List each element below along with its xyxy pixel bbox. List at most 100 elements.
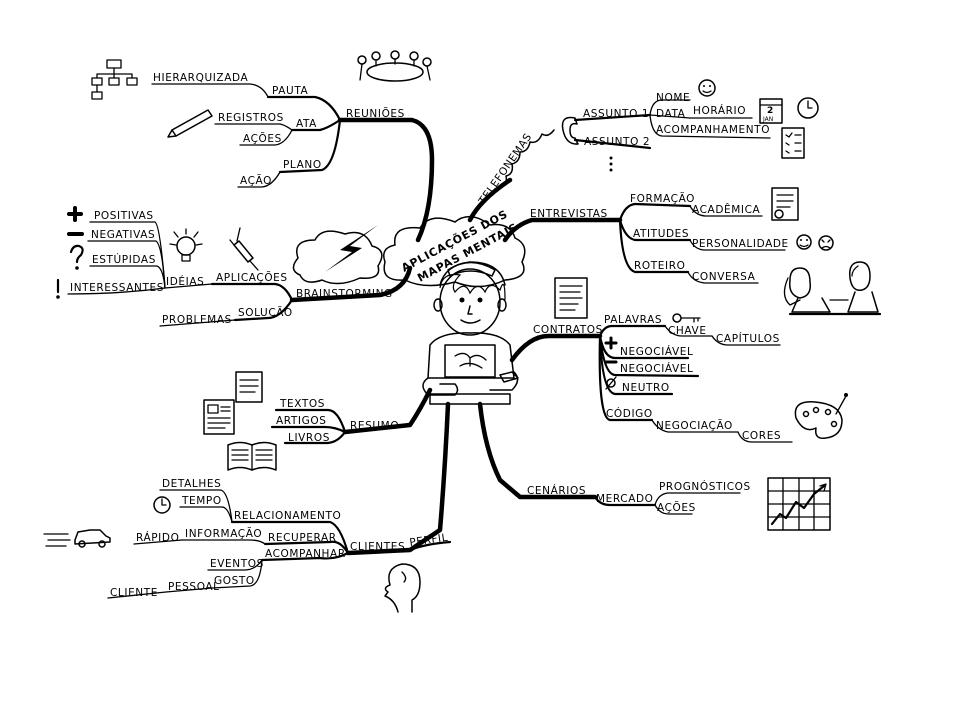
ideias-label: IDÉIAS (166, 275, 204, 288)
artigos-label: ARTIGOS (276, 415, 327, 427)
interview-people-icon (783, 261, 882, 316)
palette-icon (794, 393, 848, 440)
smiley-icon (698, 79, 716, 97)
formacao-label: FORMAÇÃO (630, 192, 695, 205)
branch-telefonemas: TELEFONEMAS ASSUNTO 1 ASSUNTO 2 NOME DAT… (476, 92, 771, 208)
personalidade-label: PERSONALIDADE (692, 238, 789, 250)
question-icon (69, 244, 84, 270)
aplicacoes-label: APLICAÇÕES (216, 271, 288, 284)
interessantes-label: INTERESSANTES (70, 282, 164, 294)
roteiro-label: ROTEIRO (634, 260, 685, 272)
entrevistas-label: ENTREVISTAS (530, 208, 608, 220)
sad-face-icon (818, 235, 834, 251)
relacionamento-label: RELACIONAMENTO (234, 510, 341, 522)
phone-icon (561, 116, 579, 145)
happy-face-icon (796, 234, 812, 250)
negativas-label: NEGATIVAS (91, 229, 155, 241)
clock-icon (797, 97, 819, 119)
person-center-icon (422, 261, 519, 405)
conversa-label: CONVERSA (692, 271, 756, 283)
branch-entrevistas: ENTREVISTAS FORMAÇÃO ACADÊMICA ATITUDES … (530, 192, 789, 284)
nome-label: NOME (656, 92, 690, 104)
ata-label: ATA (296, 118, 317, 130)
gosto-label: GOSTO (214, 575, 255, 587)
clientes-label: CLIENTES (350, 541, 405, 553)
pessoal-label: PESSOAL (168, 581, 220, 593)
detalhes-label: DETALHES (162, 478, 221, 490)
brainstorming-label: BRAINSTORMING (296, 288, 393, 300)
informacao-label: INFORMAÇÃO (185, 527, 262, 540)
resumo-label: RESUMO (350, 420, 399, 432)
car-icon (43, 529, 111, 548)
rapido-label: RÁPIDO (136, 531, 179, 544)
assunto2-label: ASSUNTO 2 (584, 136, 650, 148)
lightbulb-icon (169, 228, 203, 262)
line-chart-icon (767, 477, 831, 531)
contratos-label: CONTRATOS (533, 324, 603, 336)
papers-icon (203, 371, 263, 435)
stopwatch-icon (153, 496, 171, 514)
hierarquizada-label: HIERARQUIZADA (153, 72, 248, 84)
reunioes-label: REUNIÕES (346, 107, 405, 120)
cenarios-label: CENÁRIOS (527, 484, 586, 497)
academica-label: ACADÊMICA (692, 203, 761, 216)
solucao-label: SOLUÇÃO (238, 306, 293, 319)
pauta-label: PAUTA (272, 85, 309, 97)
telefonemas-label: TELEFONEMAS (476, 131, 534, 207)
cores-label: CORES (742, 430, 781, 442)
recuperar-label: RECUPERAR (268, 532, 337, 544)
contract-document-icon (554, 277, 588, 319)
registros-label: REGISTROS (218, 112, 284, 124)
calendar-icon: 2 JAN (759, 98, 783, 124)
horario-label: HORÁRIO (693, 104, 746, 117)
key-icon (672, 313, 701, 323)
branch-brainstorming: BRAINSTORMING APLICAÇÕES IDÉIAS POSITIVA… (67, 210, 393, 327)
neutro-label: NEUTRO (622, 382, 670, 394)
estupidas-label: ESTÚPIDAS (92, 253, 156, 266)
problemas-label: PROBLEMAS (162, 314, 232, 326)
livros-label: LIVROS (288, 432, 330, 444)
calendar-day: 2 (767, 106, 773, 116)
eventos-label: EVENTOS (210, 558, 264, 570)
chave-label: CHAVE (668, 325, 707, 337)
certificate-icon (771, 187, 799, 221)
data-label: DATA (656, 108, 686, 120)
storm-cloud-icon (292, 225, 383, 285)
meeting-people-icon (357, 50, 432, 82)
atitudes-label: ATITUDES (633, 228, 689, 240)
acompanhamento-label: ACOMPANHAMENTO (656, 124, 770, 136)
prognosticos-label: PROGNÓSTICOS (659, 480, 751, 493)
cliente-label: CLIENTE (110, 587, 158, 599)
pencil-icon (167, 109, 213, 138)
main-branches (289, 117, 623, 556)
textos-label: TEXTOS (279, 398, 325, 410)
acao-label: AÇÃO (240, 174, 272, 187)
palavras-label: PALAVRAS (604, 314, 662, 326)
positivas-label: POSITIVAS (94, 210, 154, 222)
plano-label: PLANO (283, 159, 322, 171)
plus-icon (67, 206, 83, 222)
calendar-month: JAN (762, 116, 773, 123)
branch-reunioes: REUNIÕES PAUTA HIERARQUIZADA ATA REGISTR… (151, 72, 405, 188)
checklist-icon (781, 127, 805, 159)
acoes-label: AÇÕES (243, 132, 282, 145)
assunto1-label: ASSUNTO 1 (583, 108, 649, 120)
branch-resumo: RESUMO TEXTOS ARTIGOS LIVROS (270, 398, 399, 445)
branch-cenarios: CENÁRIOS MERCADO PROGNÓSTICOS AÇÕES (527, 480, 751, 515)
cenarios-acoes-label: AÇÕES (657, 501, 696, 514)
acompanhar-label: ACOMPANHAR (265, 548, 346, 560)
exclamation-icon (56, 278, 60, 299)
codigo-label: CÓDIGO (606, 407, 653, 420)
capitulos-label: CAPÍTULOS (716, 332, 780, 345)
open-book-icon (227, 441, 277, 471)
perfil-label: PERFIL (409, 532, 449, 549)
tempo-label: TEMPO (181, 495, 222, 507)
negociacao-label: NEGOCIAÇÃO (656, 419, 733, 432)
branch-contratos: CONTRATOS PALAVRAS CHAVE CAPÍTULOS NEGOC… (533, 314, 793, 443)
head-profile-icon (384, 563, 421, 613)
negociavel-label: NEGOCIÁVEL (620, 345, 694, 358)
mercado-label: MERCADO (596, 493, 654, 505)
syringe-icon (229, 227, 259, 271)
contract-symbols (604, 336, 618, 390)
